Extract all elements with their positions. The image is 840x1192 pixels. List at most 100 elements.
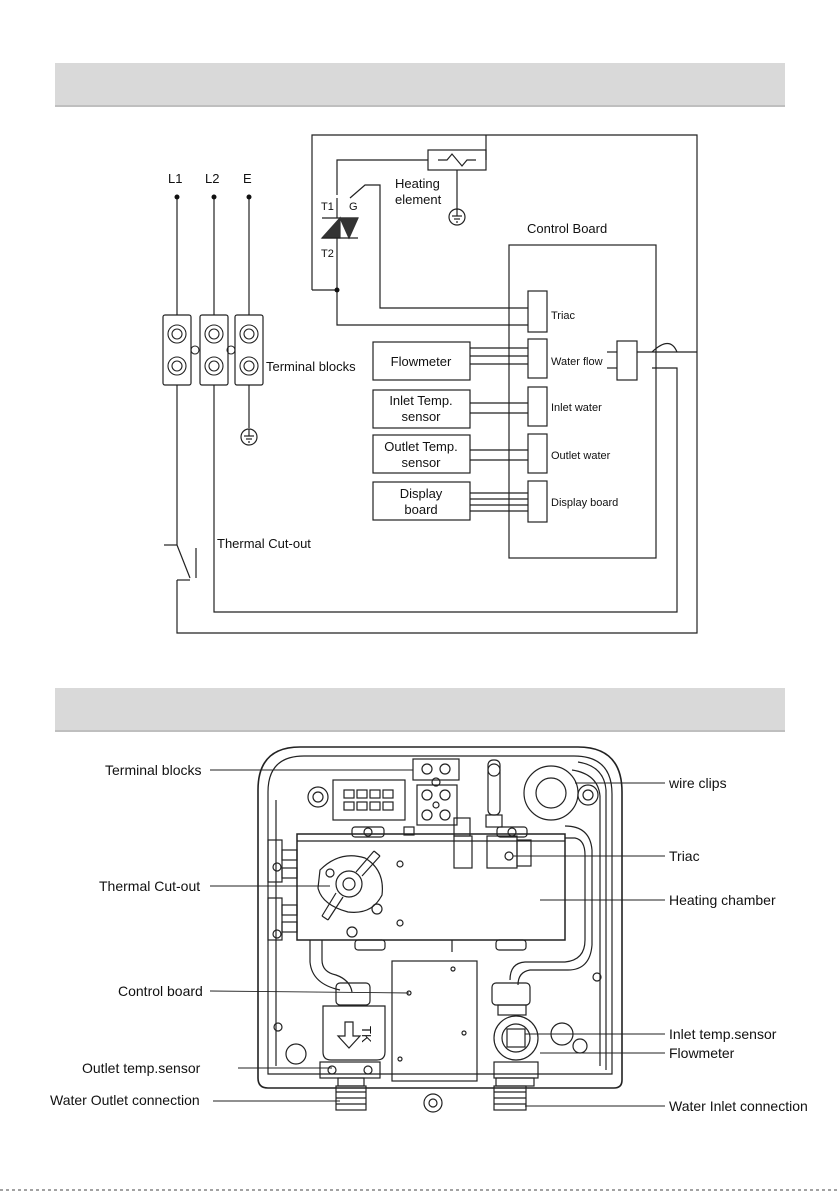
parts-label-control-board: Control board — [118, 983, 203, 999]
pipe-left — [321, 940, 353, 993]
parts-label-outlet-temp-sensor: Outlet temp.sensor — [82, 1060, 201, 1076]
port-label-water-flow: Water flow — [551, 356, 603, 368]
inlet-sensor-box — [372, 389, 471, 429]
thermal-cutout-label: Thermal Cut-out — [217, 536, 311, 551]
parts-label-heating-chamber: Heating chamber — [669, 892, 776, 908]
display-box — [372, 481, 471, 521]
control-board-part — [391, 960, 478, 1082]
thermal-cutout-switch — [164, 544, 197, 581]
inlet-bus — [470, 402, 528, 414]
heating-element-label-2: element — [395, 192, 442, 207]
section-divider-wiring — [55, 105, 785, 107]
pipe-left-2 — [309, 940, 341, 991]
l2-return-wire — [213, 367, 678, 613]
port-box-outlet — [527, 433, 548, 474]
water-flow-connector — [616, 340, 638, 381]
outlet-sensor-box — [372, 434, 471, 474]
wire-clip-base — [485, 814, 503, 828]
chamber-fasteners — [346, 826, 528, 952]
outlet-fitting — [319, 982, 386, 1111]
triac-symbol — [320, 198, 359, 240]
parts-label-inlet-temp-sensor: Inlet temp.sensor — [669, 1026, 777, 1042]
section-header-wiring — [55, 63, 785, 105]
terminal-block-l2 — [199, 314, 229, 386]
port-box-water-flow — [527, 338, 548, 379]
port-box-inlet — [527, 386, 548, 427]
heating-chamber-body — [296, 833, 566, 941]
heating-element-label-1: Heating — [395, 176, 440, 191]
outer-loop-wire — [176, 134, 698, 634]
triac-t2-wire — [336, 238, 528, 326]
wire-clip-ring-outer — [523, 765, 579, 821]
heating-element-symbol — [427, 149, 487, 171]
outlet-sensor-label-2: sensor — [401, 455, 441, 470]
port-label-display-board: Display board — [551, 497, 618, 509]
wiring-diagram — [162, 134, 698, 634]
terminal-label-l1: L1 — [168, 171, 182, 186]
flowmeter-bus — [470, 347, 528, 365]
port-label-triac: Triac — [551, 310, 576, 322]
wiring-junction-dots — [174, 194, 340, 293]
terminal-blocks-label: Terminal blocks — [266, 359, 356, 374]
pipe-right — [509, 837, 586, 981]
parts-label-triac: Triac — [669, 848, 700, 864]
section-divider-parts — [55, 730, 785, 732]
connector-plate — [332, 779, 406, 821]
tk-mark: TK — [359, 1026, 374, 1043]
port-box-display — [527, 480, 548, 523]
leader-lines — [209, 769, 665, 1107]
terminal-label-e: E — [243, 171, 252, 186]
control-board-hole — [450, 966, 456, 972]
water-flow-bus — [607, 351, 617, 369]
pipe-right-2 — [517, 825, 593, 986]
parts-label-flowmeter: Flowmeter — [669, 1045, 735, 1061]
parts-label-water-inlet: Water Inlet connection — [669, 1098, 808, 1114]
port-label-inlet-water: Inlet water — [551, 402, 602, 414]
parts-label-wire-clips: wire clips — [668, 775, 727, 791]
flowmeter-box — [372, 341, 471, 381]
triac-pin-t1: T1 — [321, 201, 334, 213]
ground-symbol-terminal — [240, 428, 258, 446]
outlet-bus — [470, 449, 528, 461]
wire-crossing-hop — [651, 342, 678, 353]
heating-element-resistor — [438, 153, 476, 167]
housing-outer — [257, 746, 623, 1089]
terminal-screws — [167, 324, 259, 376]
terminal-label-l2: L2 — [205, 171, 219, 186]
terminal-block-screws — [416, 763, 458, 826]
triac-pin-g: G — [349, 201, 358, 213]
parts-labels: Terminal blocks Thermal Cut-out Control … — [50, 762, 808, 1114]
flowmeter-label: Flowmeter — [391, 354, 452, 369]
inlet-sensor-label-2: sensor — [401, 409, 441, 424]
outlet-sensor-label-1: Outlet Temp. — [384, 439, 457, 454]
housing-rim-right-1 — [577, 761, 607, 1070]
parts-label-water-outlet: Water Outlet connection — [50, 1092, 200, 1108]
housing-inner — [267, 755, 613, 1075]
port-label-outlet-water: Outlet water — [551, 450, 611, 462]
terminal-block-top — [412, 758, 460, 781]
inlet-sensor-label-1: Inlet Temp. — [389, 393, 452, 408]
parts-label-thermal-cutout: Thermal Cut-out — [99, 878, 200, 894]
display-label-1: Display — [400, 486, 443, 501]
inlet-fitting — [491, 982, 574, 1111]
wire-clip-top — [487, 763, 501, 777]
port-box-triac — [527, 290, 548, 333]
control-board-hole-4 — [397, 1056, 403, 1062]
triac-part — [453, 817, 532, 869]
heater-left-wire — [336, 159, 428, 195]
control-board-outline — [508, 244, 657, 559]
left-pipe-stubs — [267, 839, 298, 941]
section-header-parts — [55, 688, 785, 730]
wire-clip-ring-inner — [535, 777, 567, 809]
connector-pins — [343, 789, 394, 811]
parts-illustration — [209, 746, 665, 1113]
ground-symbol-heater — [448, 208, 466, 226]
thermal-cutout-part — [317, 850, 404, 927]
parts-label-terminal-blocks: Terminal blocks — [105, 762, 201, 778]
control-board-label: Control Board — [527, 221, 607, 236]
control-board-hole-3 — [461, 1030, 467, 1036]
display-label-2: board — [404, 502, 437, 517]
wire-clip-rod — [487, 759, 501, 816]
display-bus — [470, 492, 528, 512]
